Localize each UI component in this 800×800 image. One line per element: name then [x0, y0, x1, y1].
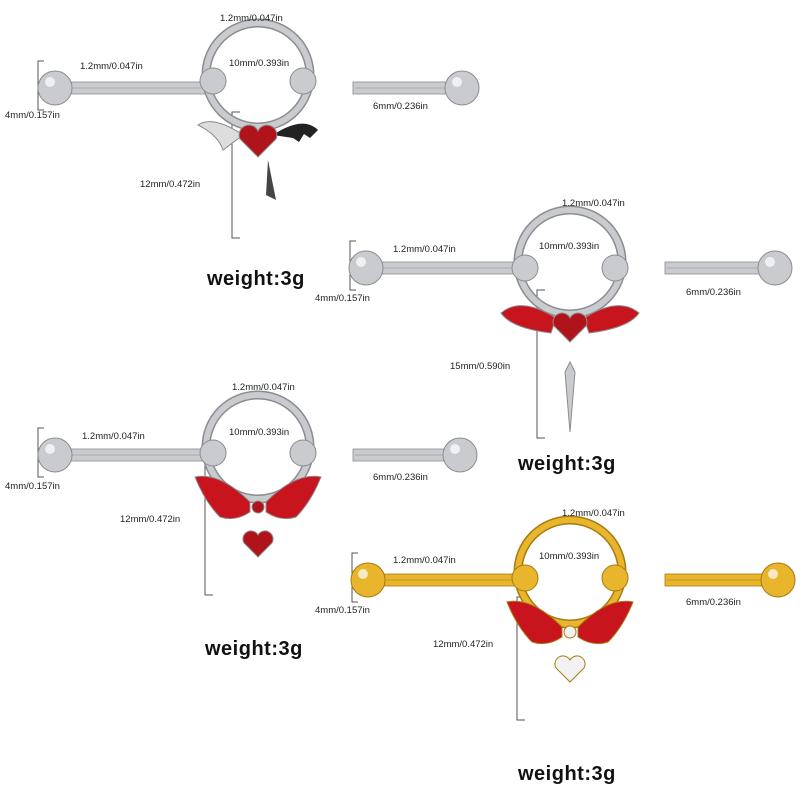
- bat-wing-left: [500, 305, 557, 334]
- ball-highlight: [450, 444, 460, 454]
- ring-bead-left: [199, 439, 227, 467]
- product-3-drawing: [37, 390, 478, 596]
- ring-bead-left: [199, 67, 227, 95]
- bat-wing: [273, 123, 318, 142]
- left-ball: [348, 250, 384, 286]
- bar-gauge-label: 1.2mm/0.047in: [82, 431, 145, 442]
- left-ball: [350, 562, 386, 598]
- wing-right: [265, 475, 322, 520]
- top-gauge-label: 1.2mm/0.047in: [232, 382, 295, 393]
- ring-bead-left: [511, 564, 539, 592]
- ball-highlight: [765, 257, 775, 267]
- bar-gauge-label: 1.2mm/0.047in: [80, 61, 143, 72]
- drop-length-label: 12mm/0.472in: [140, 179, 201, 190]
- angel-wing: [197, 121, 244, 151]
- ball-highlight: [452, 77, 462, 87]
- ball-size-label: 4mm/0.157in: [5, 110, 60, 121]
- ring-bead-right: [289, 439, 317, 467]
- ring-diameter-label: 10mm/0.393in: [229, 427, 290, 438]
- bar-gauge-label: 1.2mm/0.047in: [393, 555, 456, 566]
- product-2-drawing: [348, 205, 793, 439]
- ball-size-label: 4mm/0.157in: [5, 481, 60, 492]
- small-gem: [563, 625, 577, 639]
- wing-right: [577, 600, 634, 645]
- ring-bead-right: [601, 254, 629, 282]
- ring-diameter-label: 10mm/0.393in: [229, 58, 290, 69]
- ball-size-label: 4mm/0.157in: [315, 605, 370, 616]
- ring-bead-right: [601, 564, 629, 592]
- ball-highlight: [45, 444, 55, 454]
- heart-gem: [242, 530, 274, 558]
- heart-gem: [238, 124, 278, 158]
- ball-highlight: [45, 77, 55, 87]
- top-gauge-label: 1.2mm/0.047in: [562, 198, 625, 209]
- drop-dimension-line: [231, 111, 240, 239]
- ring-bead-right: [289, 67, 317, 95]
- ball-highlight: [356, 257, 366, 267]
- heart-gem: [552, 312, 588, 343]
- drop-length-label: 12mm/0.472in: [120, 514, 181, 525]
- left-ball: [37, 70, 73, 106]
- weight-label: weight:3g: [207, 268, 305, 290]
- devil-tail: [266, 160, 276, 200]
- heart-gem: [554, 655, 586, 683]
- drop-length-label: 15mm/0.590in: [450, 361, 511, 372]
- bar-length-label: 6mm/0.236in: [686, 287, 741, 298]
- bar-length-label: 6mm/0.236in: [373, 472, 428, 483]
- ball-highlight: [768, 569, 778, 579]
- product-1-drawing: [37, 18, 480, 239]
- right-ball: [444, 70, 480, 106]
- sword: [564, 360, 576, 433]
- ring-bead-left: [511, 254, 539, 282]
- wing-left: [194, 475, 251, 520]
- wing-left: [506, 600, 563, 645]
- right-ball: [760, 562, 796, 598]
- ball-size-label: 4mm/0.157in: [315, 293, 370, 304]
- weight-label: weight:3g: [518, 763, 616, 785]
- right-ball: [757, 250, 793, 286]
- weight-label: weight:3g: [205, 638, 303, 660]
- small-gem: [251, 500, 265, 514]
- ring-diameter-label: 10mm/0.393in: [539, 241, 600, 252]
- top-gauge-label: 1.2mm/0.047in: [220, 13, 283, 24]
- product-4-drawing: [350, 515, 796, 721]
- bar-length-label: 6mm/0.236in: [373, 101, 428, 112]
- bat-wing-right: [583, 305, 640, 334]
- ring-diameter-label: 10mm/0.393in: [539, 551, 600, 562]
- left-ball: [37, 437, 73, 473]
- ball-highlight: [358, 569, 368, 579]
- weight-label: weight:3g: [518, 453, 616, 475]
- bar-length-label: 6mm/0.236in: [686, 597, 741, 608]
- top-gauge-label: 1.2mm/0.047in: [562, 508, 625, 519]
- drop-dimension-line: [536, 289, 545, 439]
- bar-gauge-label: 1.2mm/0.047in: [393, 244, 456, 255]
- drop-length-label: 12mm/0.472in: [433, 639, 494, 650]
- right-ball: [442, 437, 478, 473]
